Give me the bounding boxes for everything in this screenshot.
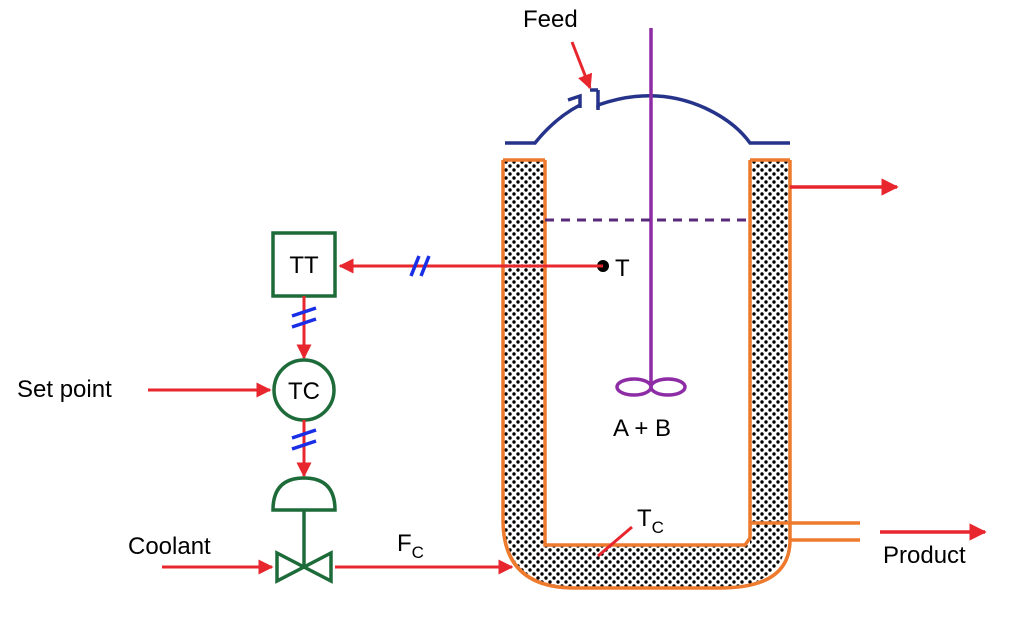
signal-hash-mark-3 bbox=[291, 428, 317, 451]
product-label: Product bbox=[883, 542, 966, 569]
feed-label: Feed bbox=[523, 6, 578, 33]
valve-actuator bbox=[271, 476, 337, 512]
signal-hash-mark bbox=[409, 255, 431, 277]
jacket-outer-wall bbox=[501, 160, 792, 590]
impeller-left-blade bbox=[615, 377, 653, 397]
vessel-inner-wall bbox=[543, 160, 752, 547]
jacket-temperature-pointer bbox=[597, 525, 633, 558]
feed-arrow bbox=[570, 41, 593, 90]
set-point-label: Set point bbox=[17, 376, 112, 403]
temperature-controller: TC bbox=[272, 358, 336, 422]
reactor-temperature-label: T bbox=[615, 255, 630, 282]
jacket-fill bbox=[503, 160, 790, 588]
signal-hash-mark-2 bbox=[291, 306, 317, 329]
agitator bbox=[615, 28, 687, 397]
reactants-label: A + B bbox=[613, 415, 671, 442]
temperature-transmitter: TT bbox=[271, 231, 337, 298]
reactor-vessel bbox=[501, 158, 987, 590]
valve-body bbox=[275, 550, 333, 584]
control-valve bbox=[271, 476, 337, 584]
jacket-temperature-label: TC bbox=[637, 505, 664, 537]
feed-nozzle bbox=[567, 88, 600, 108]
vessel-head bbox=[505, 41, 790, 145]
impeller-right-blade bbox=[649, 377, 687, 397]
head-dome bbox=[505, 93, 790, 145]
controller-label: TC bbox=[288, 378, 320, 405]
coolant-flow-label: FC bbox=[397, 530, 424, 562]
coolant-label: Coolant bbox=[128, 533, 211, 560]
transmitter-label: TT bbox=[289, 252, 319, 279]
